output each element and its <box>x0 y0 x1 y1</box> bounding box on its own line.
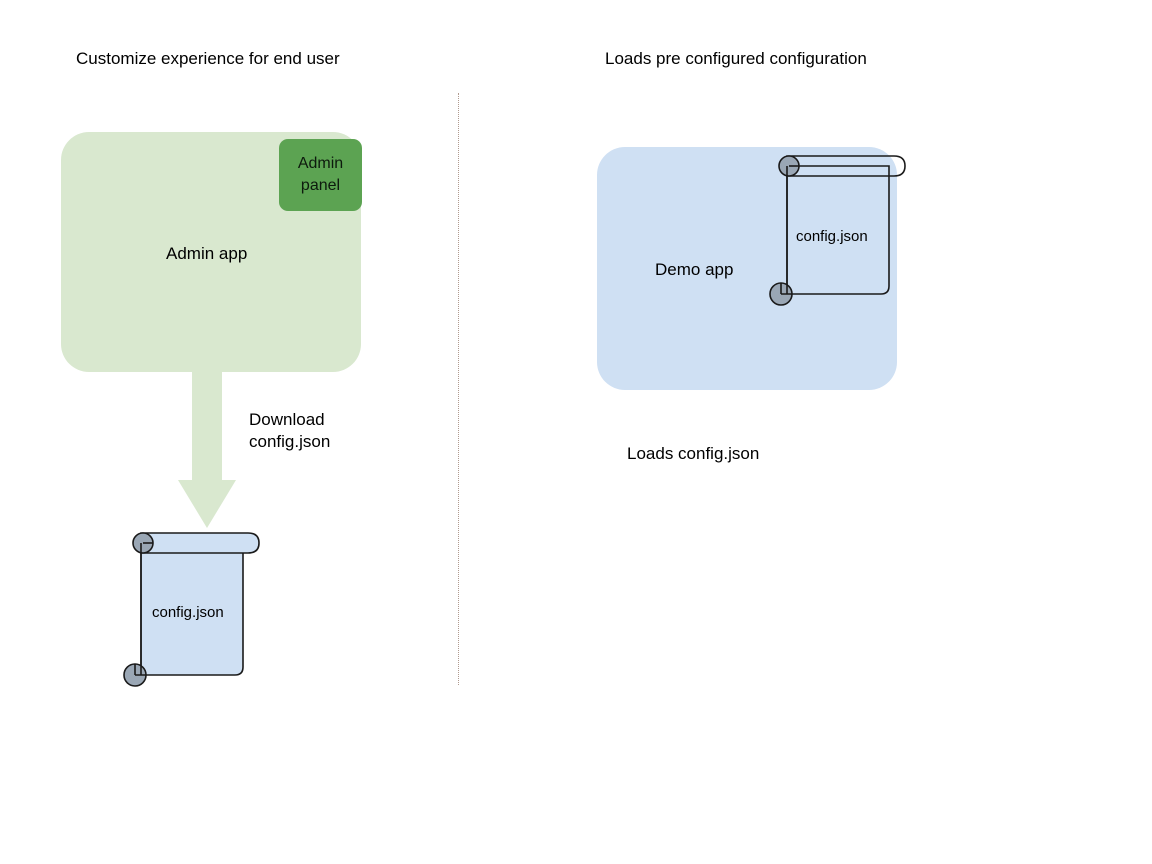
loads-config-caption: Loads config.json <box>627 444 760 463</box>
config-json-document-right[interactable] <box>764 150 914 310</box>
admin-app-label: Admin app <box>166 244 248 263</box>
left-section-heading: Customize experience for end user <box>76 49 340 68</box>
admin-panel-box[interactable]: Admin panel <box>279 139 362 211</box>
section-divider <box>458 93 459 685</box>
admin-panel-label: Admin panel <box>297 155 344 194</box>
config-json-label-left: config.json <box>152 604 224 621</box>
config-json-label-right: config.json <box>796 228 868 245</box>
download-caption-line2: config.json <box>249 432 331 451</box>
demo-app-label: Demo app <box>655 260 734 279</box>
download-arrow-caption: Download config.json <box>249 409 330 453</box>
download-arrow <box>178 370 236 528</box>
download-caption-line1: Download <box>249 410 325 429</box>
config-json-document-left[interactable] <box>118 527 268 692</box>
right-section-heading: Loads pre configured configuration <box>605 49 867 68</box>
demo-app-box <box>597 147 897 390</box>
